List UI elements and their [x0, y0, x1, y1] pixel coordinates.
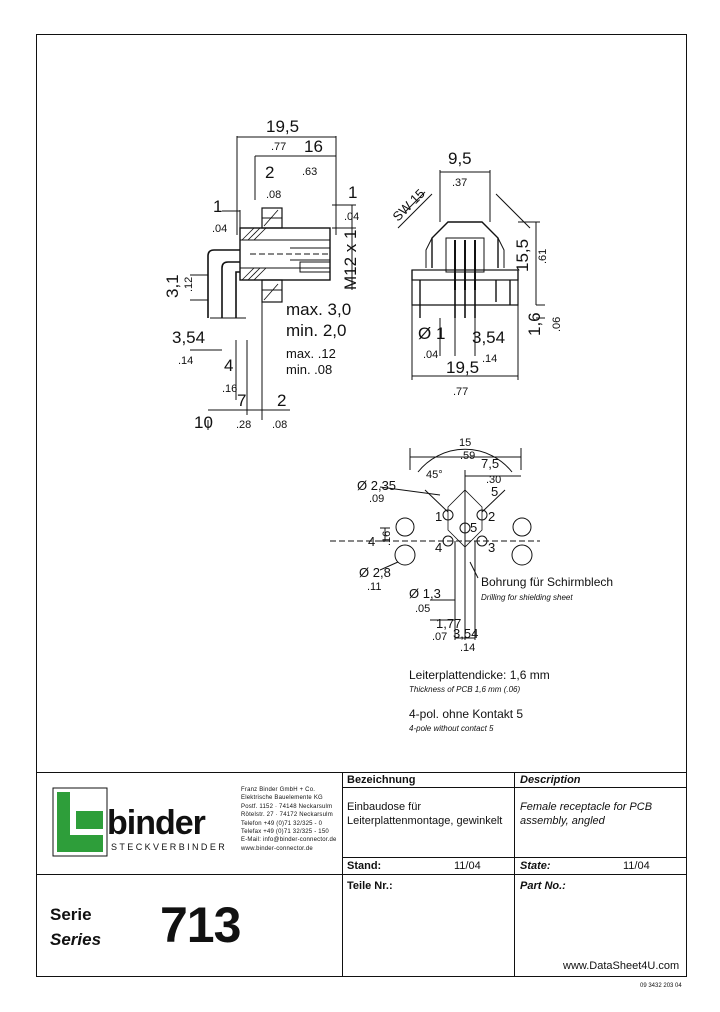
pin-label-5: 5 [470, 520, 477, 535]
dim-3-1: 3,1 [163, 274, 182, 298]
dim-pcb-3-54: 3,54 [453, 626, 478, 641]
dim-pcb-7-5-in: .30 [486, 474, 501, 486]
title-block-divider-1 [342, 772, 343, 977]
dim-wrench-size: SW 15 [390, 186, 428, 224]
dim-hole-1-3: Ø 1,3 [409, 586, 441, 601]
pcb-thickness-en: Thickness of PCB 1,6 mm (.06) [409, 685, 520, 694]
stand-label: Stand: [347, 860, 382, 872]
dim-body-length-in: .63 [302, 166, 317, 178]
dim-hole-1-3-in: .05 [415, 603, 430, 615]
dim-7: 7 [237, 391, 246, 410]
dim-2b-in: .08 [272, 419, 287, 431]
dim-min-in: min. .08 [286, 362, 332, 377]
dim-width: 9,5 [448, 149, 472, 168]
dim-overall-length-in: .77 [271, 141, 286, 153]
binder-logo [50, 785, 335, 860]
dim-pin-diameter-in: .04 [423, 349, 438, 361]
dim-2b: 2 [277, 391, 286, 410]
title-block-divider-2 [514, 772, 515, 977]
dim-thread: M12 x 1 [341, 230, 360, 290]
description-label: Description [520, 774, 581, 786]
dim-max-in: max. .12 [286, 346, 336, 361]
dim-pcb-3-54-in: .14 [460, 642, 475, 654]
binder-logo-mark [52, 787, 108, 857]
dim-height-in: .61 [537, 249, 549, 264]
poles-note-de: 4-pol. ohne Kontakt 5 [409, 707, 523, 721]
teile-nr-label: Teile Nr.: [347, 880, 393, 892]
dim-hole-2-8: Ø 2,8 [359, 565, 391, 580]
dim-max: max. 3,0 [286, 300, 351, 319]
dim-pcb-15-in: .59 [460, 450, 475, 462]
pin-label-2: 2 [488, 509, 495, 524]
title-block-top-line [36, 772, 687, 773]
dim-pcb-1-77: 1,77 [436, 616, 461, 631]
dim-angle: 45° [426, 469, 443, 481]
dim-overall-length: 19,5 [266, 117, 299, 136]
dim-pcb-1-77-in: .07 [432, 631, 447, 643]
side-view-drawing [190, 136, 356, 430]
dim-hole-2-8-in: .11 [367, 581, 381, 593]
dim-front-3-54: 3,54 [472, 328, 505, 347]
dim-front-3-54-in: .14 [482, 353, 497, 365]
state-value: 11/04 [623, 860, 650, 872]
dim-3-1-in: .12 [183, 277, 195, 292]
dim-1-6: 1,6 [525, 312, 544, 336]
dim-pcb-15: 15 [459, 437, 471, 449]
poles-note-en: 4-pole without contact 5 [409, 724, 494, 733]
dim-4: 4 [224, 356, 233, 375]
dim-1-left-in: .04 [212, 223, 227, 235]
dim-hole-2-35: Ø 2,35 [357, 478, 396, 493]
dim-height: 15,5 [513, 239, 532, 272]
company-address: Franz Binder GmbH + Co. Elektrische Baue… [241, 787, 337, 852]
serie-label: Serie [50, 905, 92, 924]
watermark-text: www.DataSheet4U.com [563, 960, 680, 972]
part-no-label: Part No.: [520, 880, 566, 892]
dim-front-19-5-in: .77 [453, 386, 468, 398]
series-label: Series [50, 930, 102, 949]
dim-3-54: 3,54 [172, 328, 205, 347]
dim-pcb-4: 4 [368, 534, 375, 549]
dim-min: min. 2,0 [286, 321, 346, 340]
logo-wordmark: binder [107, 804, 206, 842]
title-block-header-line [342, 787, 687, 788]
title-block-stand-line [342, 857, 687, 858]
description-value: Female receptacle for PCB assembly, angl… [520, 801, 653, 827]
dim-1-left: 1 [213, 197, 222, 216]
dim-width-in: .37 [452, 177, 467, 189]
pin-label-3: 3 [488, 540, 495, 555]
bezeichnung-label: Bezeichnung [347, 774, 416, 786]
dim-pcb-5: 5 [491, 484, 498, 499]
bore-note-de: Bohrung für Schirmblech [481, 575, 613, 589]
pin-label-4: 4 [435, 540, 442, 555]
dim-10: 10 [194, 413, 213, 432]
dim-1-6-in: .06 [551, 317, 563, 332]
dim-1-right-in: .04 [344, 211, 359, 223]
dim-4-in: .16 [222, 383, 237, 395]
dim-1-right: 1 [348, 183, 357, 202]
dim-pin-diameter: Ø 1 [418, 324, 445, 343]
dim-2: 2 [265, 163, 274, 182]
state-label: State: [520, 860, 551, 872]
dim-hole-2-35-in: .09 [369, 493, 384, 505]
bezeichnung-value: Einbaudose für Leiterplattenmontage, gew… [347, 801, 503, 827]
dim-body-length: 16 [304, 137, 323, 156]
stand-value: 11/04 [454, 860, 481, 872]
dim-7-in: .28 [236, 419, 251, 431]
series-number: 713 [160, 897, 241, 953]
dim-pcb-7-5: 7,5 [481, 456, 499, 471]
pcb-layout-drawing [330, 448, 540, 640]
front-view-drawing [397, 170, 545, 380]
document-number: 09 3432 203 04 [640, 983, 682, 989]
pcb-thickness-de: Leiterplattendicke: 1,6 mm [409, 668, 550, 682]
dim-pcb-4-in: .16 [381, 531, 393, 546]
dim-2-in: .08 [266, 189, 281, 201]
logo-subtitle: STECKVERBINDER [111, 842, 228, 852]
bore-note-en: Drilling for shielding sheet [481, 593, 573, 602]
pin-label-1: 1 [435, 509, 442, 524]
dim-3-54-in: .14 [178, 355, 193, 367]
title-block-mid-line [36, 874, 687, 875]
drawing-sheet-frame [36, 34, 687, 977]
dim-front-19-5: 19,5 [446, 358, 479, 377]
